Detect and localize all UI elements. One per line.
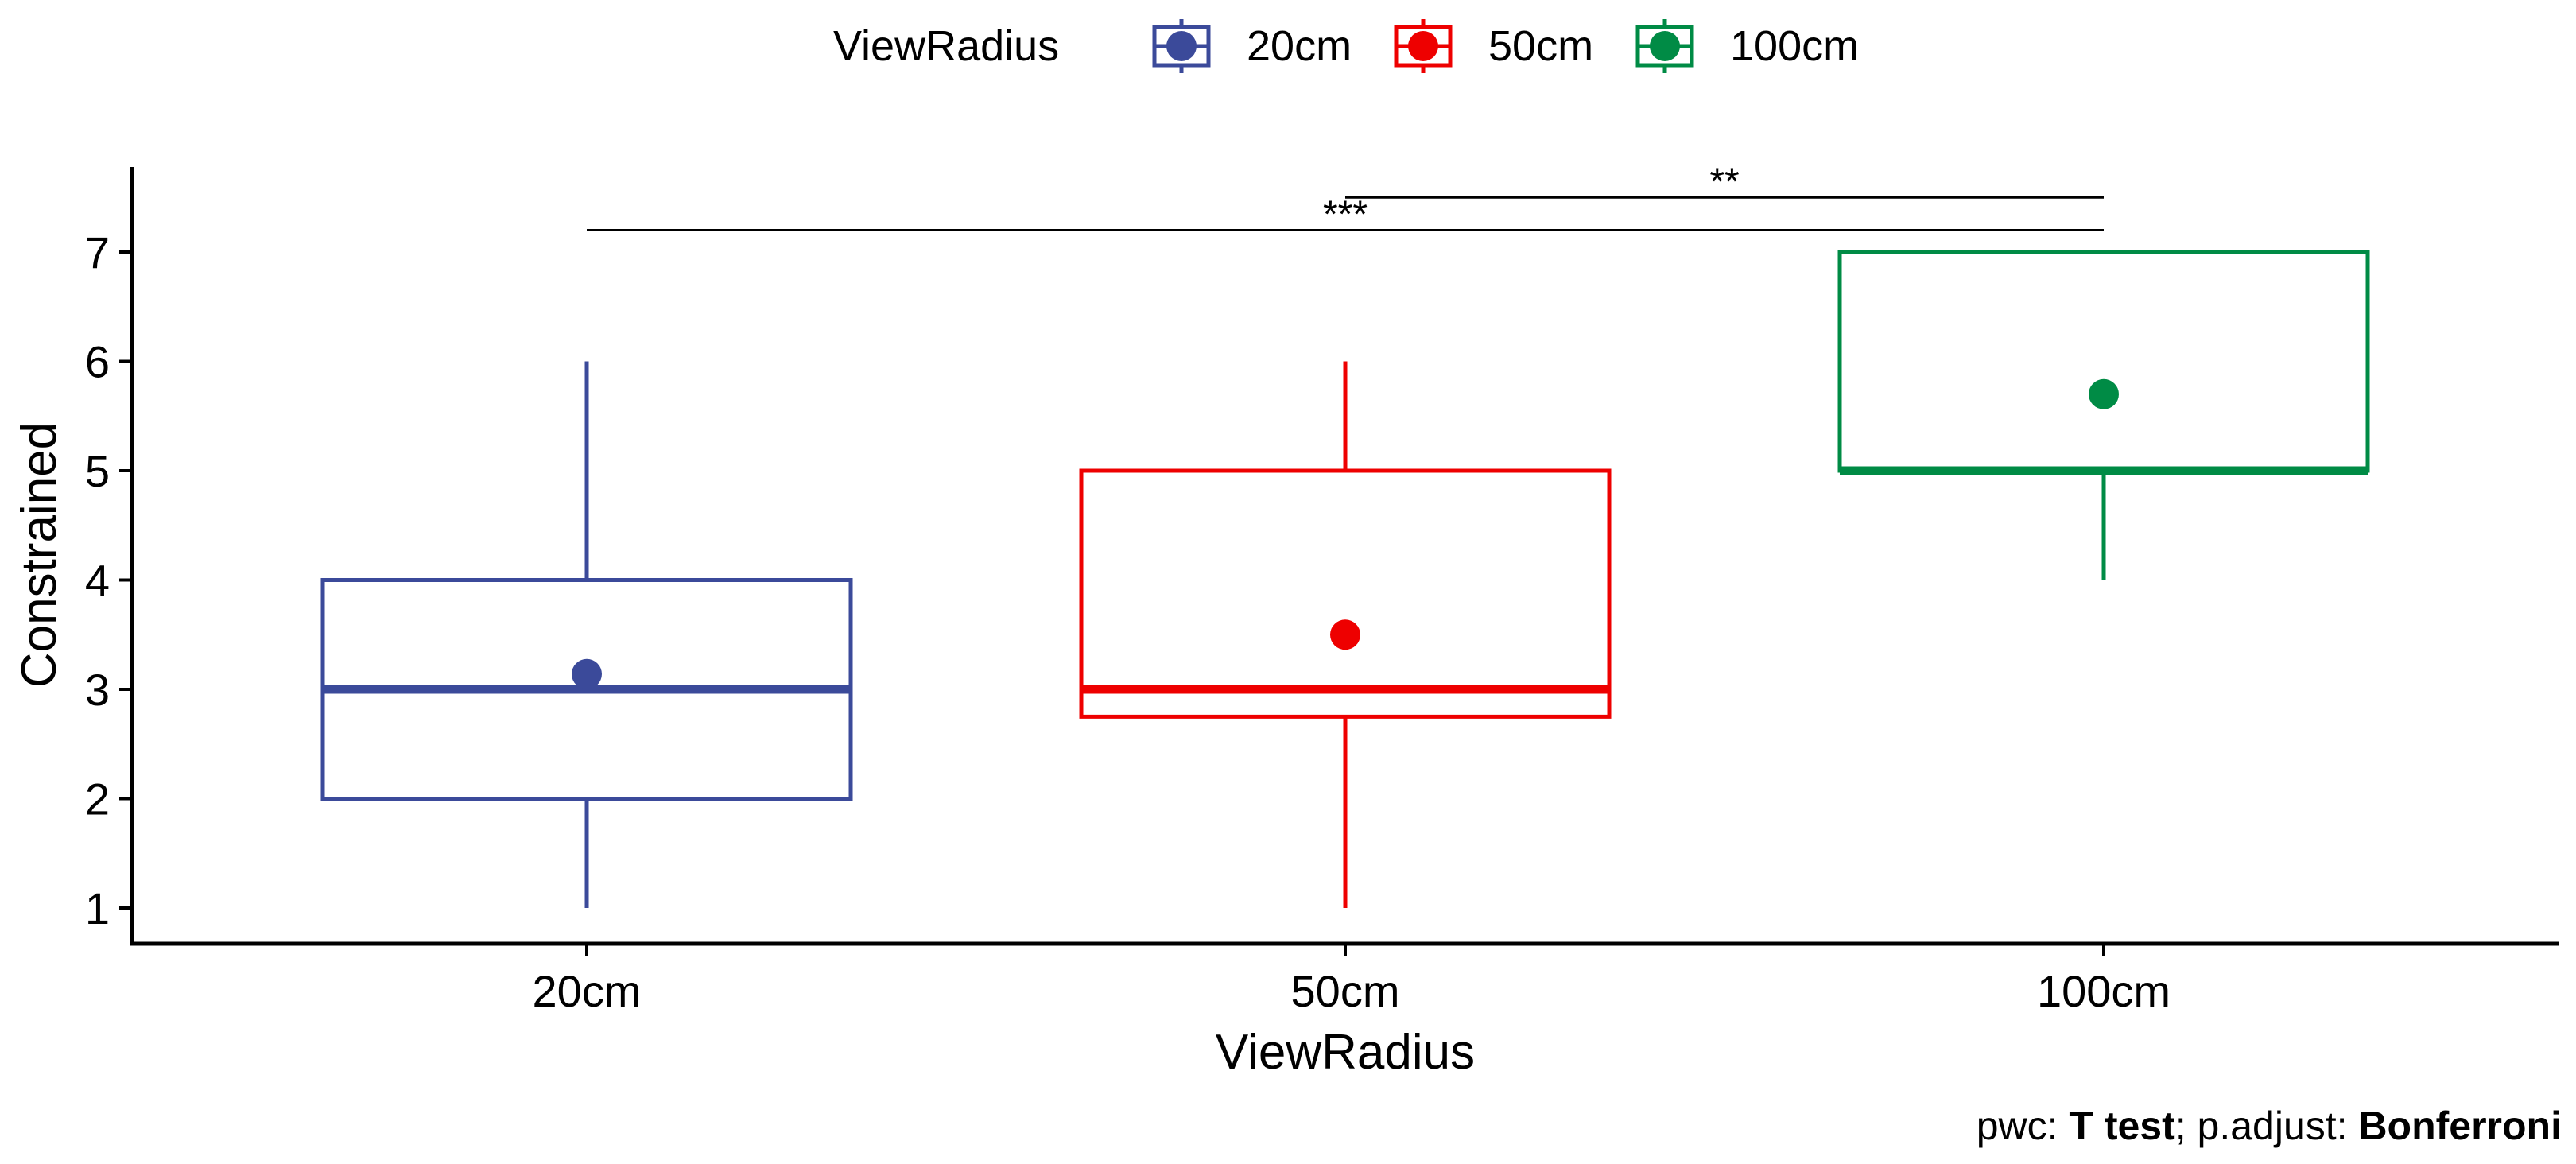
legend: ViewRadius 20cm 50cm 100cm (833, 19, 1859, 73)
box-100cm (1837, 250, 2370, 580)
legend-key-point (1166, 31, 1197, 61)
legend-key-point (1408, 31, 1438, 61)
y-tick-label: 6 (85, 337, 110, 387)
caption-middle: ; p.adjust: (2175, 1104, 2359, 1148)
caption-prefix: pwc: (1977, 1104, 2070, 1148)
x-tick-label: 100cm (2037, 966, 2171, 1016)
box-20cm (320, 361, 853, 908)
mean-point (2089, 378, 2119, 409)
legend-label: 100cm (1730, 22, 1859, 70)
box-series (320, 250, 2370, 908)
x-axis-title: ViewRadius (1216, 1025, 1475, 1080)
box-body (1079, 468, 1612, 719)
y-tick-label: 5 (85, 446, 110, 496)
mean-point (1330, 619, 1360, 650)
x-tick-label: 20cm (533, 966, 642, 1016)
legend-label: 50cm (1488, 22, 1593, 70)
significance-label: ** (1709, 161, 1739, 203)
legend-label: 20cm (1247, 22, 1352, 70)
y-tick-label: 4 (85, 556, 110, 606)
y-axis-title: Constrained (12, 422, 67, 688)
mean-point (572, 658, 602, 689)
legend-key-100cm (1635, 19, 1694, 73)
x-tick-label: 50cm (1291, 966, 1400, 1016)
legend-title: ViewRadius (833, 22, 1059, 70)
box-body (1837, 250, 2370, 473)
legend-key-50cm (1394, 19, 1453, 73)
significance-brackets: ***** (587, 161, 2104, 236)
y-tick-label: 1 (85, 883, 110, 933)
legend-key-point (1650, 31, 1680, 61)
y-tick-label: 2 (85, 774, 110, 824)
caption: pwc: T test; p.adjust: Bonferroni (1977, 1104, 2562, 1148)
box-50cm (1079, 361, 1612, 908)
caption-test: T test (2069, 1104, 2175, 1148)
y-tick-label: 3 (85, 665, 110, 715)
legend-key-20cm (1152, 19, 1211, 73)
y-tick-label: 7 (85, 227, 110, 277)
caption-method: Bonferroni (2358, 1104, 2562, 1148)
significance-label: *** (1323, 194, 1368, 236)
